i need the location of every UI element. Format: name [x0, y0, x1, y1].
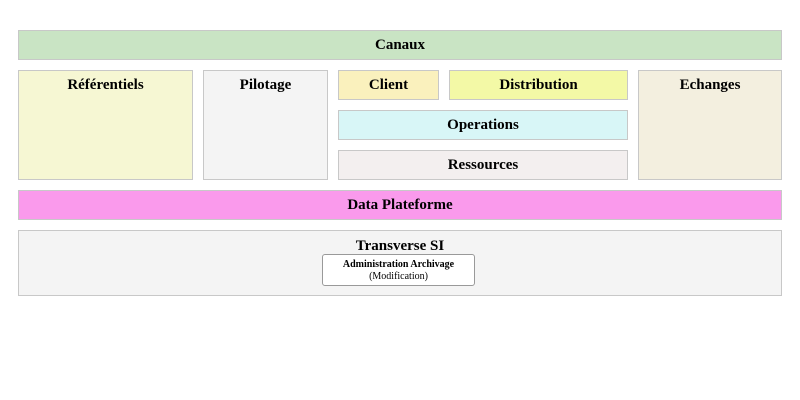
transverse-si-label: Transverse SI [355, 238, 445, 254]
echanges-label: Echanges [679, 77, 741, 93]
data-plateforme-label: Data Plateforme [347, 197, 453, 213]
canaux-label: Canaux [374, 37, 426, 53]
client-label: Client [368, 77, 409, 93]
distribution-block: Distribution [449, 70, 628, 100]
echanges-block: Echanges [638, 70, 782, 180]
ressources-label: Ressources [447, 157, 519, 173]
client-block: Client [338, 70, 439, 100]
referentiels-block: Référentiels [18, 70, 193, 180]
referentiels-label: Référentiels [67, 77, 144, 93]
administration-archivage-label: Administration Archivage [342, 259, 455, 270]
pilotage-block: Pilotage [203, 70, 328, 180]
administration-archivage-component: Administration Archivage (Modification) [322, 254, 475, 286]
ressources-block: Ressources [338, 150, 628, 180]
data-plateforme-block: Data Plateforme [18, 190, 782, 220]
canaux-block: Canaux [18, 30, 782, 60]
modification-note: (Modification) [369, 271, 428, 282]
operations-block: Operations [338, 110, 628, 140]
pilotage-label: Pilotage [239, 77, 292, 93]
operations-label: Operations [447, 117, 519, 133]
distribution-label: Distribution [499, 77, 578, 93]
transverse-si-block: Transverse SI Administration Archivage (… [18, 230, 782, 296]
